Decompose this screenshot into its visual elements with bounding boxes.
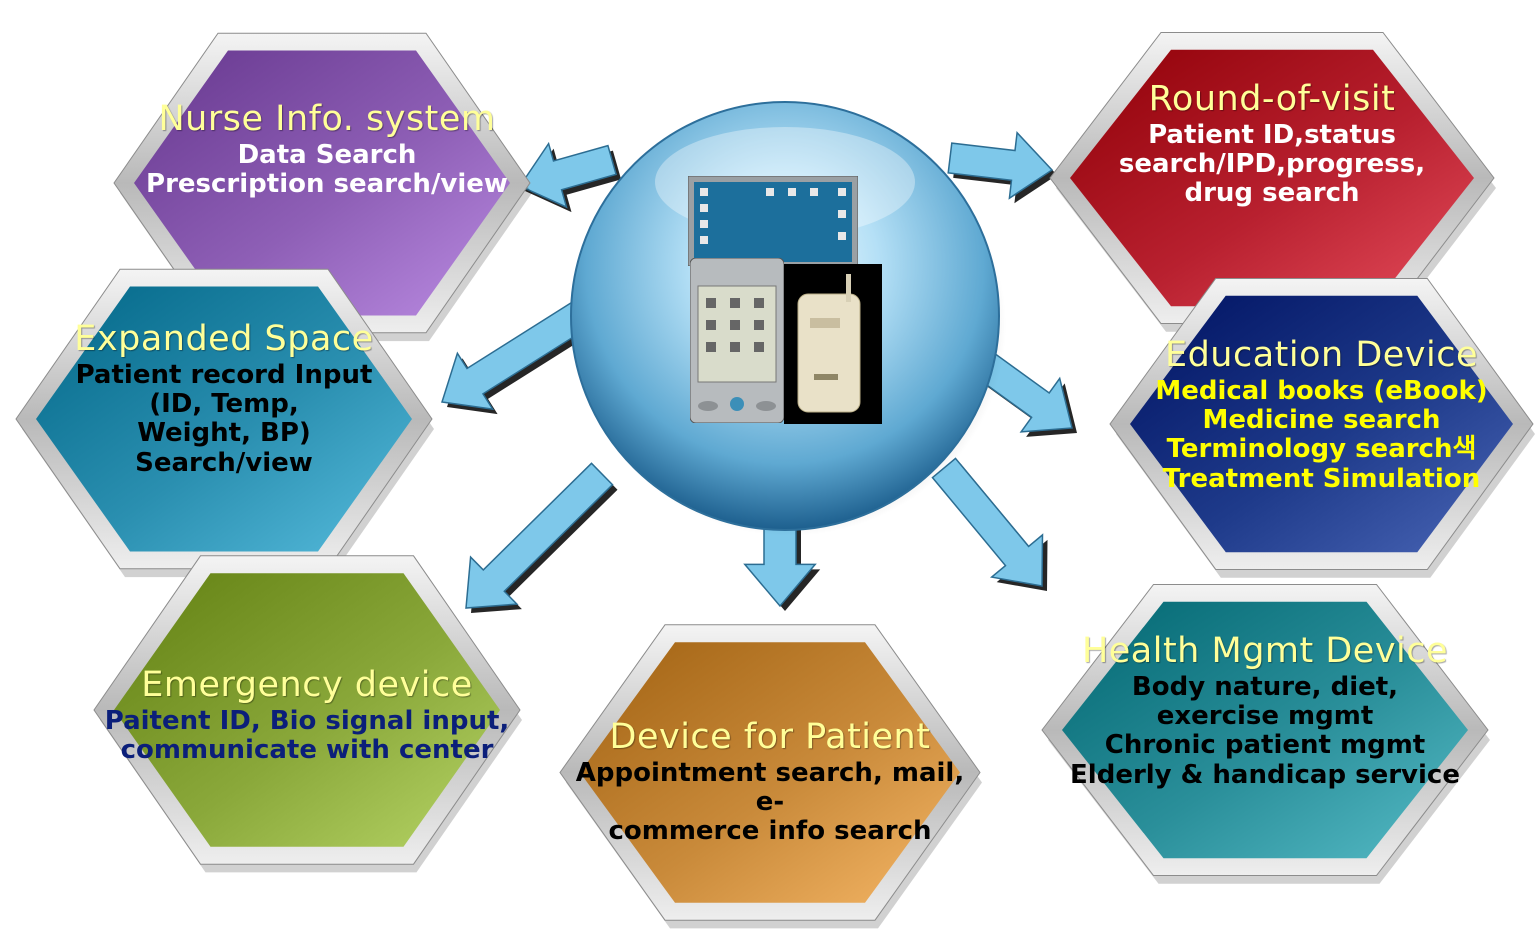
hexagon-shape xyxy=(1109,278,1535,578)
hexagon-shape xyxy=(113,32,532,342)
hexagon-shape xyxy=(559,624,982,929)
node-line: Medicine search xyxy=(1202,405,1441,436)
hex-education-device: Education Device Medical books (eBook) M… xyxy=(1108,254,1535,594)
hex-emergency-device: Emergency device Paitent ID, Bio signal … xyxy=(92,530,522,890)
node-label: Round-of-visit Patient ID,status search/… xyxy=(1048,79,1496,209)
node-line: Patient ID,status xyxy=(1148,120,1396,151)
hex-nurse-info-system: Nurse Info. system Data Search Prescript… xyxy=(112,8,532,358)
hex-round-of-visit: Round-of-visit Patient ID,status search/… xyxy=(1048,8,1496,348)
node-line: Appointment search, mail, e- xyxy=(575,758,965,818)
node-label: Emergency device Paitent ID, Bio signal … xyxy=(92,665,522,766)
hexagon-fill xyxy=(1062,601,1468,859)
hexagon-fill xyxy=(580,642,960,903)
node-title: Round-of-visit xyxy=(1148,79,1396,119)
node-line: Body nature, diet, xyxy=(1131,672,1399,703)
node-line: commerce info search xyxy=(608,816,932,847)
hexagon-shape xyxy=(93,555,522,873)
node-line: communicate with center xyxy=(120,735,494,766)
node-line: drug search xyxy=(1184,178,1360,209)
node-label: Device for Patient Appointment search, m… xyxy=(558,717,982,847)
hexagon-fill xyxy=(1070,49,1474,307)
hexagon-fill xyxy=(134,50,510,316)
node-label: Health Mgmt Device Body nature, diet, ex… xyxy=(1040,631,1490,790)
hexagon-fill xyxy=(114,573,500,847)
node-line: Prescription search/view xyxy=(146,169,508,200)
hex-device-for-patient: Device for Patient Appointment search, m… xyxy=(558,600,982,945)
hexagon-fill xyxy=(1130,295,1513,553)
node-line: Medical books (eBook) xyxy=(1155,376,1488,407)
node-label: Expanded Space Patient record Input (ID,… xyxy=(14,319,434,478)
mobile-phone-icon xyxy=(784,264,882,424)
node-title: Emergency device xyxy=(141,665,473,705)
node-line: Search/view xyxy=(135,447,313,478)
node-title: Expanded Space xyxy=(74,319,374,359)
node-line: Treatment Simulation xyxy=(1162,463,1481,494)
node-line: Paitent ID, Bio signal input, xyxy=(104,706,510,737)
node-label: Nurse Info. system Data Search Prescript… xyxy=(122,99,532,200)
node-title: Health Mgmt Device xyxy=(1081,631,1449,671)
arrow-connector xyxy=(518,141,618,209)
node-line: Terminology search색 xyxy=(1166,434,1477,465)
arrow-connector xyxy=(465,462,614,609)
handheld-devices-icon xyxy=(688,176,884,424)
tablet-screen-icon xyxy=(688,176,858,266)
node-line: Data Search xyxy=(237,140,417,171)
hexagon-fill xyxy=(36,286,412,552)
hexagon-shape xyxy=(1041,584,1490,884)
arrow-connector xyxy=(441,301,590,411)
node-title: Education Device xyxy=(1164,335,1479,375)
node-line: (ID, Temp, xyxy=(149,389,299,420)
node-line: Elderly & handicap service xyxy=(1070,759,1460,790)
node-line: Chronic patient mgmt xyxy=(1104,730,1426,761)
hex-health-mgmt-device: Health Mgmt Device Body nature, diet, ex… xyxy=(1040,560,1490,900)
node-title: Device for Patient xyxy=(609,717,931,757)
node-label: Education Device Medical books (eBook) M… xyxy=(1108,335,1535,494)
arrow-connector xyxy=(931,457,1044,587)
hex-expanded-space: Expanded Space Patient record Input (ID,… xyxy=(14,244,434,594)
arrow-connector xyxy=(947,131,1054,200)
node-line: search/IPD,progress, xyxy=(1118,149,1426,180)
node-line: exercise mgmt xyxy=(1156,701,1374,732)
node-line: Patient record Input xyxy=(75,360,373,391)
hexagon-shape xyxy=(15,268,434,578)
node-title: Nurse Info. system xyxy=(158,99,496,139)
node-line: Weight, BP) xyxy=(137,418,311,449)
hexagon-shape xyxy=(1049,32,1496,332)
pocket-pc-icon xyxy=(690,258,784,423)
